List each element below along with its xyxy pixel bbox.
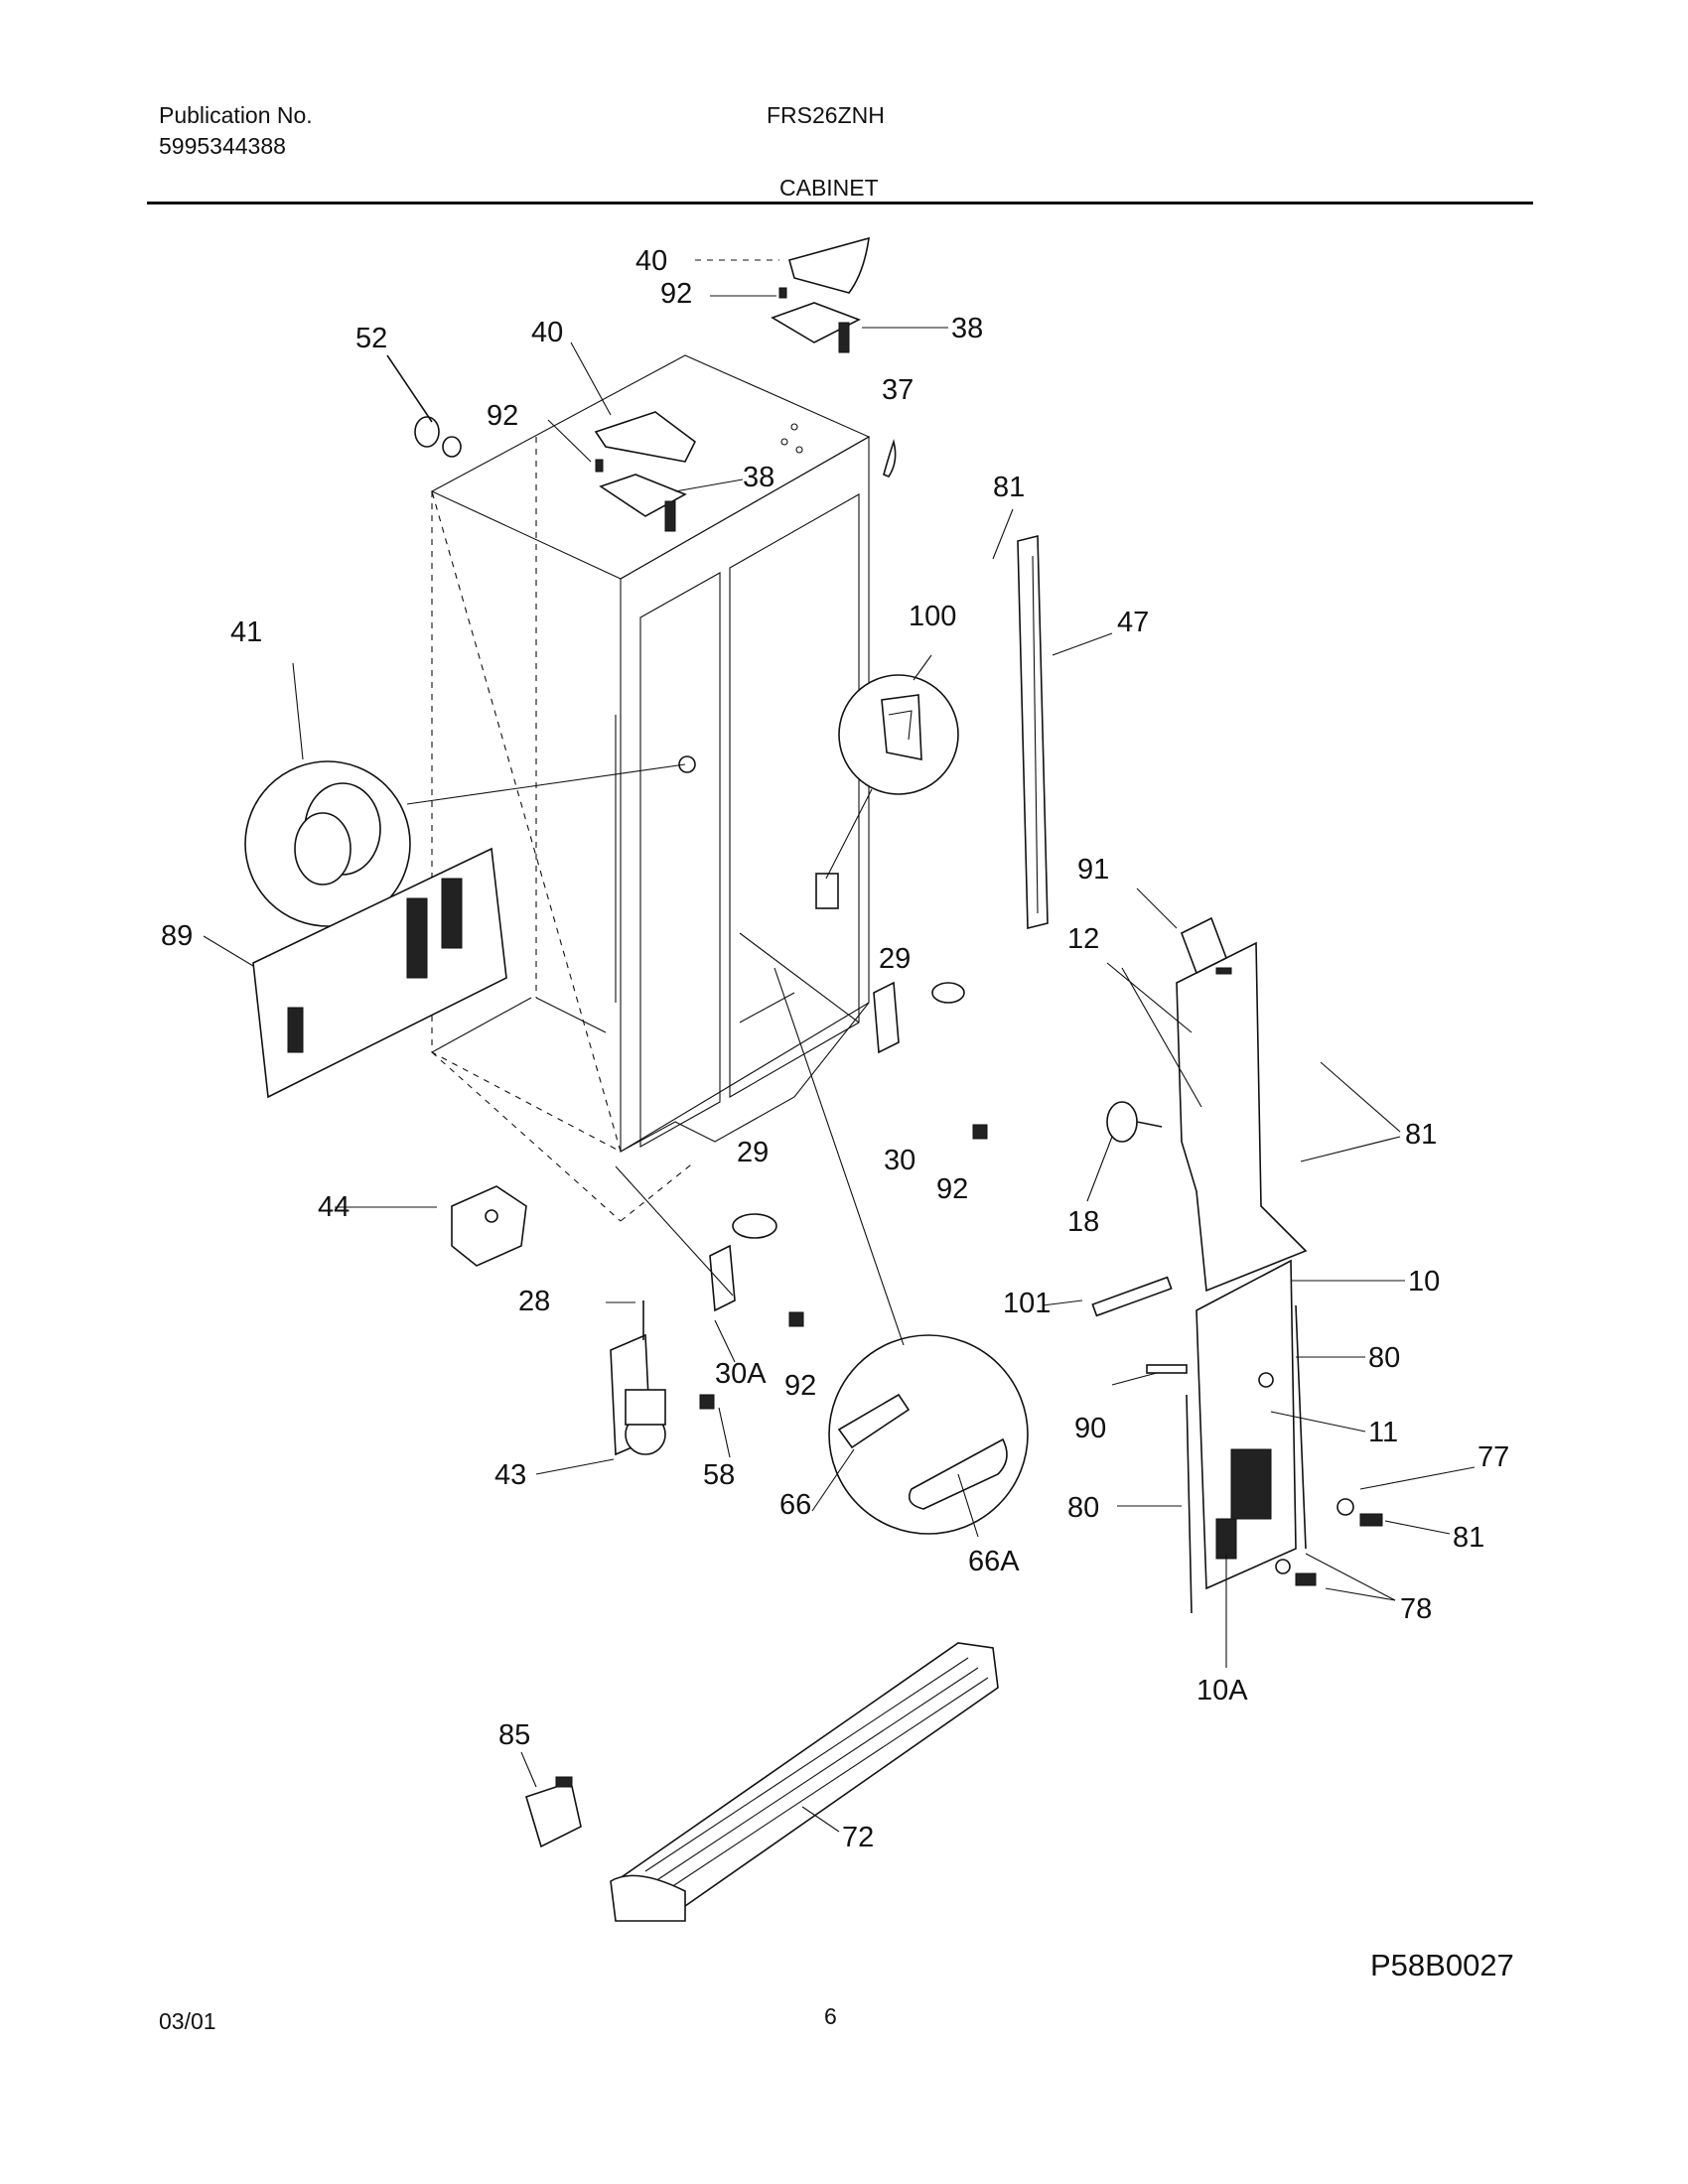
door-stop [525,1780,582,1848]
callout-label: 12 [1067,923,1099,955]
page-number: 6 [824,2003,837,2029]
callout-label: 81 [1405,1119,1437,1151]
callout-label: 77 [1477,1441,1509,1473]
callout-labels: 40 92 38 52 40 92 38 37 81 47 41 100 89 … [161,245,1509,1853]
publication-label: Publication No. [159,102,313,128]
caster-screw [699,1394,715,1410]
bracket-screw-2 [972,1124,988,1140]
callout-label: 38 [743,462,774,493]
callout-label: 38 [951,313,983,344]
spacer-bar [1091,1276,1173,1317]
callout-label: 92 [660,278,692,310]
drawing-code: P58B0027 [1370,1948,1514,1982]
leader-lines [203,259,1476,1833]
top-hinge-cover [788,236,870,294]
plug-part [883,439,897,478]
side-trim-left [1186,1394,1193,1614]
callout-label: 78 [1400,1593,1432,1625]
clip-detail-circle [838,674,959,795]
front-bracket [451,1185,527,1267]
bushing-detail-circle [244,760,411,927]
gasket-strip [1146,1364,1188,1374]
callout-label: 100 [909,601,956,632]
callout-label: 92 [784,1370,816,1402]
fan-motor [1106,1101,1163,1143]
toe-grille [610,1642,999,1922]
caster-wheel-assembly [610,1300,666,1456]
callout-label: 92 [487,400,518,432]
callout-label: 29 [879,943,911,975]
callout-label: 89 [161,920,193,952]
washer-2 [1275,1559,1291,1574]
callout-label: 66A [968,1546,1020,1577]
hinge-screw [778,287,787,299]
callout-label: 40 [635,245,667,277]
callout-label: 92 [936,1173,968,1205]
bracket-detail-circle [828,1334,1029,1535]
callout-label: 80 [1368,1342,1400,1374]
cabinet-shell [430,354,871,1222]
callout-label: 41 [230,616,262,648]
callout-label: 101 [1003,1288,1051,1319]
cabinet-clip [815,873,839,909]
callout-label: 29 [737,1137,769,1168]
side-panel [1176,941,1308,1293]
washer [1336,1498,1354,1516]
door-stop-screw [555,1776,573,1788]
cabinet-bushing [678,755,696,773]
section-title: CABINET [779,175,879,201]
air-diverter [1180,916,1228,975]
lower-hinge-cover [594,411,697,463]
callout-label: 37 [882,374,914,406]
callout-label: 91 [1077,854,1109,886]
callout-label: 81 [993,472,1025,503]
callout-label: 58 [703,1459,735,1491]
callout-label: 72 [842,1822,874,1853]
callout-label: 40 [531,317,563,348]
callout-label: 66 [779,1489,811,1521]
back-panel [1196,1259,1297,1590]
callout-label: 47 [1117,607,1149,638]
hinge-bracket-2 [873,981,965,1054]
back-screw-2 [1295,1572,1317,1586]
callout-label: 43 [494,1459,526,1491]
lower-hinge [599,474,687,532]
callout-label: 10 [1408,1266,1440,1297]
side-rail [1017,534,1049,930]
callout-label: 18 [1067,1206,1099,1238]
callout-label: 44 [318,1191,350,1223]
hinge-bracket [709,1213,777,1312]
callout-label: 30 [884,1145,915,1176]
publication-number: 5995344388 [159,133,286,159]
back-screw [1359,1513,1383,1527]
callout-label: 28 [518,1286,550,1317]
access-panel [252,847,507,1099]
callout-label: 30A [715,1358,767,1390]
hinge-screw-2 [595,459,604,473]
callout-label: 11 [1368,1417,1398,1448]
callout-label: 52 [355,323,387,354]
callout-label: 85 [498,1719,530,1751]
callout-label: 81 [1453,1522,1484,1554]
callout-label: 10A [1196,1675,1248,1706]
model-number: FRS26ZNH [767,102,885,128]
callout-label: 80 [1067,1492,1099,1524]
header-rule [147,202,1533,205]
callout-label: 90 [1074,1413,1106,1444]
bracket-screw [788,1311,804,1327]
hinge-bushing [414,416,462,458]
side-trim-right [1295,1304,1307,1550]
top-hinge [771,302,861,353]
footer-date: 03/01 [159,2008,216,2034]
